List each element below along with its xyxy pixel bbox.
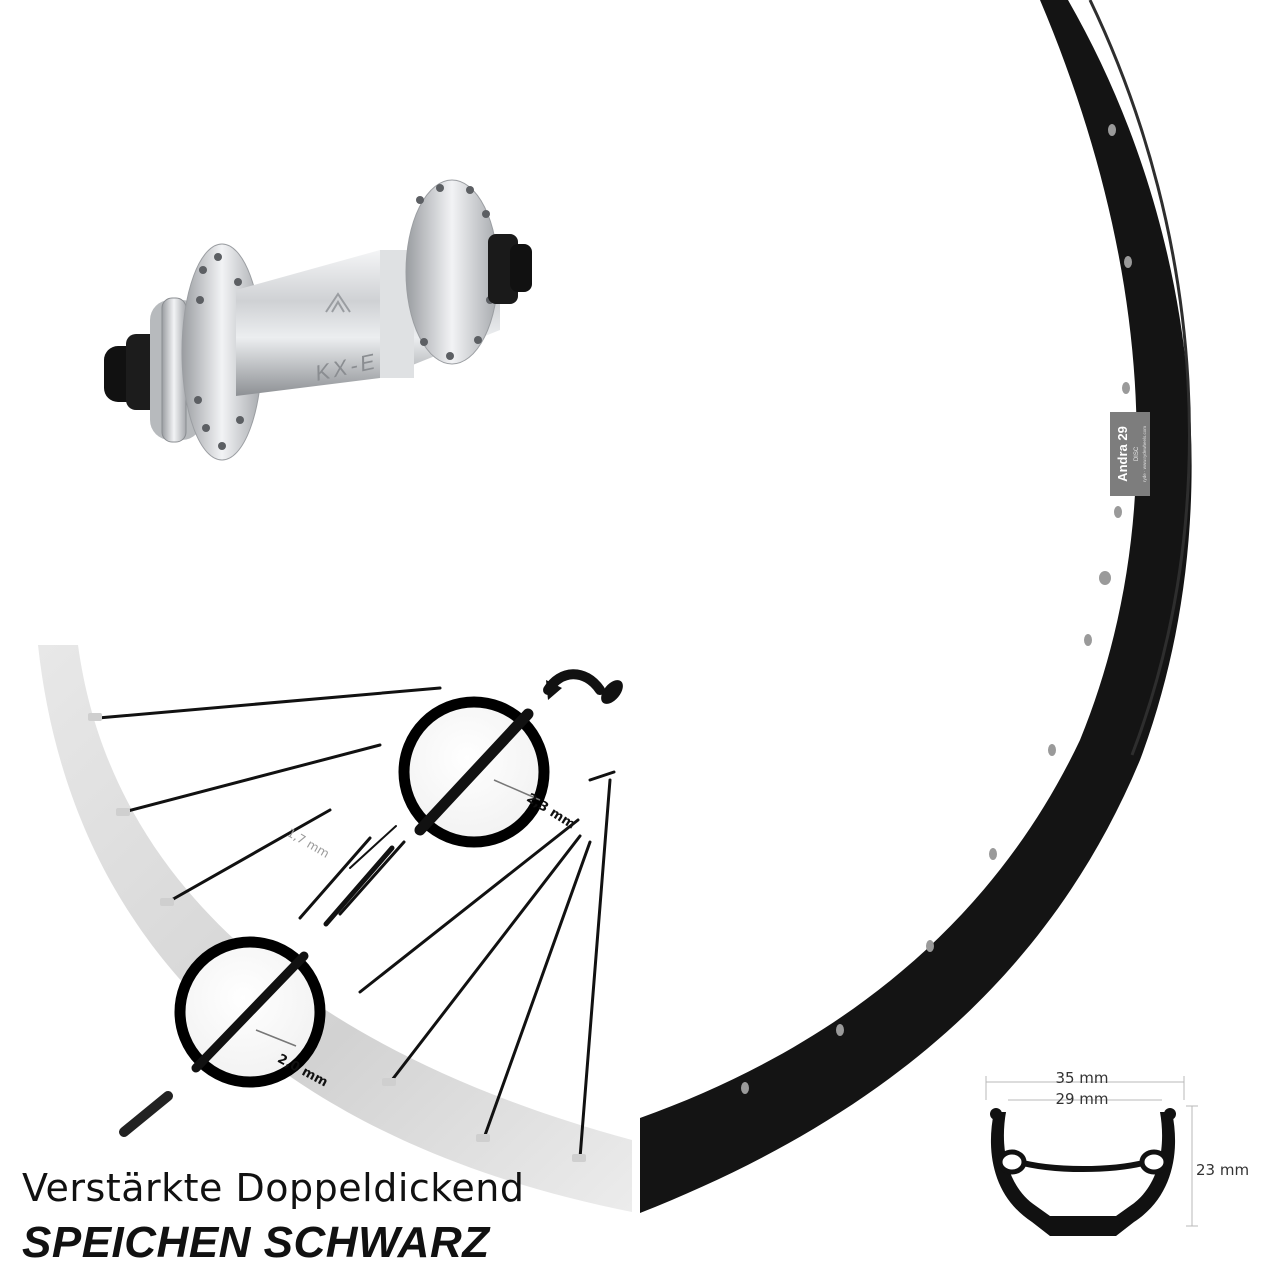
dim-label-middle: 1,7 mm <box>285 826 332 861</box>
caption-line-2: SPEICHEN SCHWARZ <box>22 1218 490 1267</box>
rim <box>640 0 1192 1213</box>
spoke-lens-bottom: 2,0 mm <box>174 936 330 1090</box>
valve-icon <box>543 669 623 704</box>
dim-outer-width: 35 mm <box>1055 1069 1108 1087</box>
hub: KX-E <box>104 179 532 461</box>
dim-height: 23 mm <box>1196 1161 1249 1179</box>
spoke-diagram: 2,3 mm 1,7 mm 2,0 mm <box>38 645 632 1212</box>
rim-label-name: Andra 29 <box>1115 426 1130 482</box>
rim-cross-section: 35 mm 29 mm 23 mm <box>985 1069 1249 1236</box>
spoke-lens-top: 2,3 mm <box>398 696 578 848</box>
rim-label-fine: ryde · www.rydewheels.com <box>1142 426 1147 482</box>
caption-line-1: Verstärkte Doppeldickend <box>22 1166 525 1210</box>
rim-label-sub: DISC <box>1134 446 1140 461</box>
rim-label: Andra 29 DISC ryde · www.rydewheels.com <box>1110 412 1150 496</box>
dim-inner-width: 29 mm <box>1055 1090 1108 1108</box>
